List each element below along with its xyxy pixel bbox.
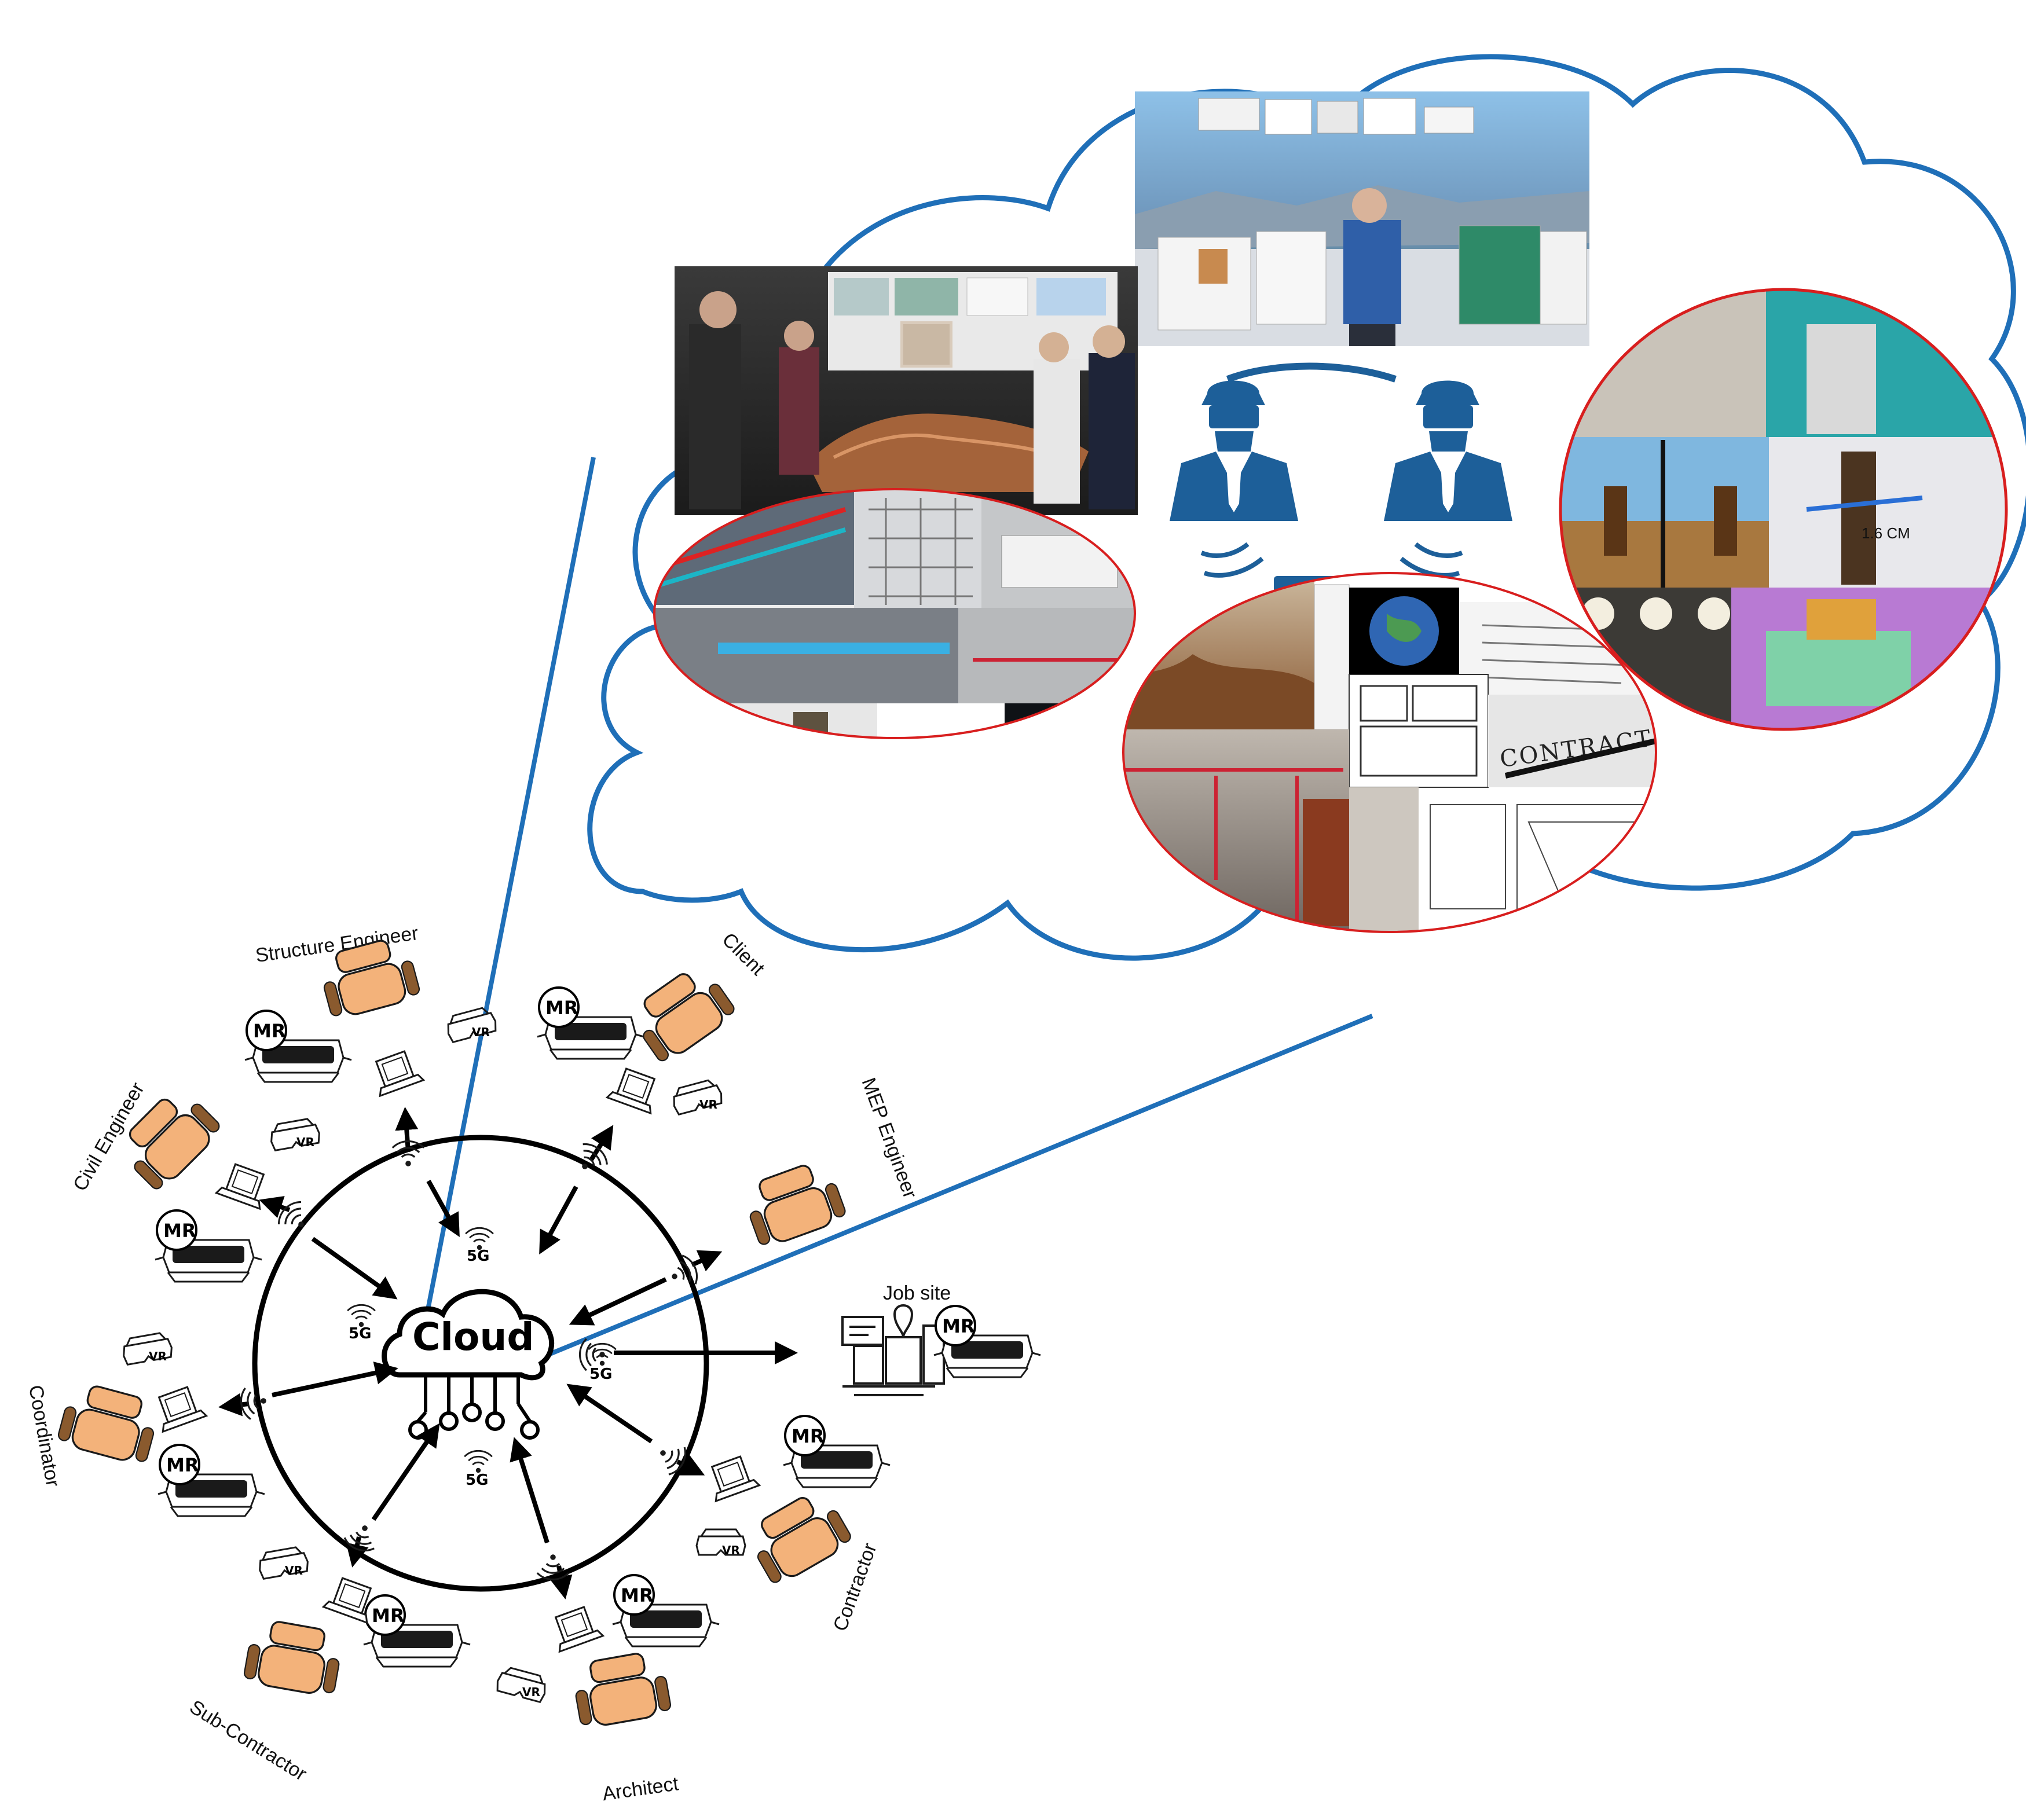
svg-text:MR: MR bbox=[942, 1315, 974, 1337]
vr-headset-icon: VR bbox=[669, 1077, 725, 1116]
zoom-line-right bbox=[540, 1014, 1373, 1360]
jobsite-label: Job site bbox=[883, 1282, 951, 1304]
svg-text:VR: VR bbox=[472, 1025, 490, 1039]
svg-text:5G: 5G bbox=[589, 1366, 612, 1383]
vr-headset-icon: VR bbox=[443, 1004, 499, 1044]
cloud-icon: Cloud bbox=[382, 1289, 554, 1440]
svg-text:MR: MR bbox=[166, 1454, 199, 1476]
svg-text:VR: VR bbox=[296, 1135, 314, 1149]
vr-headset-icon: VR bbox=[494, 1664, 550, 1704]
laptop-icon bbox=[703, 1452, 760, 1502]
svg-text:MR: MR bbox=[253, 1020, 285, 1042]
vr-headset-icon: VR bbox=[695, 1528, 746, 1557]
role-architect: Architect MR VR bbox=[494, 1574, 720, 1805]
mr-headset-icon: MR bbox=[244, 1010, 353, 1083]
svg-text:MR: MR bbox=[545, 997, 578, 1019]
svg-text:MR: MR bbox=[621, 1584, 653, 1606]
svg-text:5G: 5G bbox=[467, 1247, 489, 1265]
svg-text:VR: VR bbox=[285, 1564, 303, 1577]
5g-marker-left: 5G bbox=[346, 1304, 376, 1342]
role-mep-engineer: MEP Engineer bbox=[738, 1075, 921, 1251]
role-client: Client MR VR bbox=[536, 929, 770, 1116]
mr-headset-icon: MR bbox=[933, 1305, 1042, 1378]
laptop-icon bbox=[150, 1383, 207, 1433]
mr-headset-icon: MR bbox=[362, 1594, 471, 1668]
jobsite: Job site MR bbox=[841, 1282, 1042, 1396]
jobsite-building-icon bbox=[841, 1304, 945, 1396]
mr-headset-icon: MR bbox=[154, 1209, 263, 1283]
svg-text:VR: VR bbox=[722, 1543, 740, 1557]
role-label: Client bbox=[718, 929, 770, 980]
mr-headset-icon: MR bbox=[536, 986, 645, 1060]
svg-text:5G: 5G bbox=[466, 1472, 488, 1489]
role-label: Contractor bbox=[829, 1540, 881, 1634]
5g-marker-top: 5G bbox=[464, 1227, 494, 1265]
photo-collage-bim-models bbox=[653, 488, 1136, 739]
vr-headset-icon: VR bbox=[120, 1330, 174, 1366]
vr-headset-icon: VR bbox=[256, 1544, 310, 1580]
svg-text:VR: VR bbox=[149, 1349, 167, 1363]
role-contractor: Contractor MR VR bbox=[695, 1415, 891, 1634]
role-label: Sub-Contractor bbox=[186, 1696, 311, 1785]
laptop-icon bbox=[215, 1160, 273, 1210]
network-ring bbox=[252, 1135, 709, 1592]
role-coordinator: Coordinator MR VR bbox=[24, 1330, 266, 1517]
laptop-icon bbox=[367, 1047, 424, 1097]
svg-text:MR: MR bbox=[163, 1220, 196, 1242]
svg-text:5G: 5G bbox=[349, 1325, 371, 1342]
role-label: Architect bbox=[601, 1773, 680, 1805]
svg-text:VR: VR bbox=[522, 1685, 540, 1699]
photo-vr-workspace bbox=[1135, 91, 1589, 346]
5g-marker-bottom: 5G bbox=[463, 1450, 493, 1489]
role-label: MEP Engineer bbox=[858, 1075, 921, 1201]
photo-mr-meeting bbox=[675, 266, 1138, 515]
svg-text:MR: MR bbox=[792, 1425, 824, 1447]
mr-headset-icon: MR bbox=[611, 1574, 720, 1647]
cloud-label: Cloud bbox=[412, 1315, 534, 1359]
laptop-icon bbox=[606, 1065, 664, 1114]
laptop-icon bbox=[547, 1603, 604, 1653]
role-structure-engineer: Structure Engineer MR VR bbox=[244, 922, 499, 1097]
svg-text:VR: VR bbox=[699, 1098, 717, 1111]
mr-headset-icon: MR bbox=[782, 1415, 891, 1488]
zoom-line-left bbox=[415, 457, 596, 1367]
connection-arrows bbox=[218, 1107, 798, 1599]
measure-text: 1.6 CM bbox=[1862, 524, 1910, 542]
svg-text:MR: MR bbox=[372, 1605, 404, 1627]
5g-marker-right: 5G bbox=[587, 1342, 617, 1383]
mr-headset-icon: MR bbox=[157, 1444, 266, 1517]
vr-headset-icon: VR bbox=[268, 1116, 322, 1152]
